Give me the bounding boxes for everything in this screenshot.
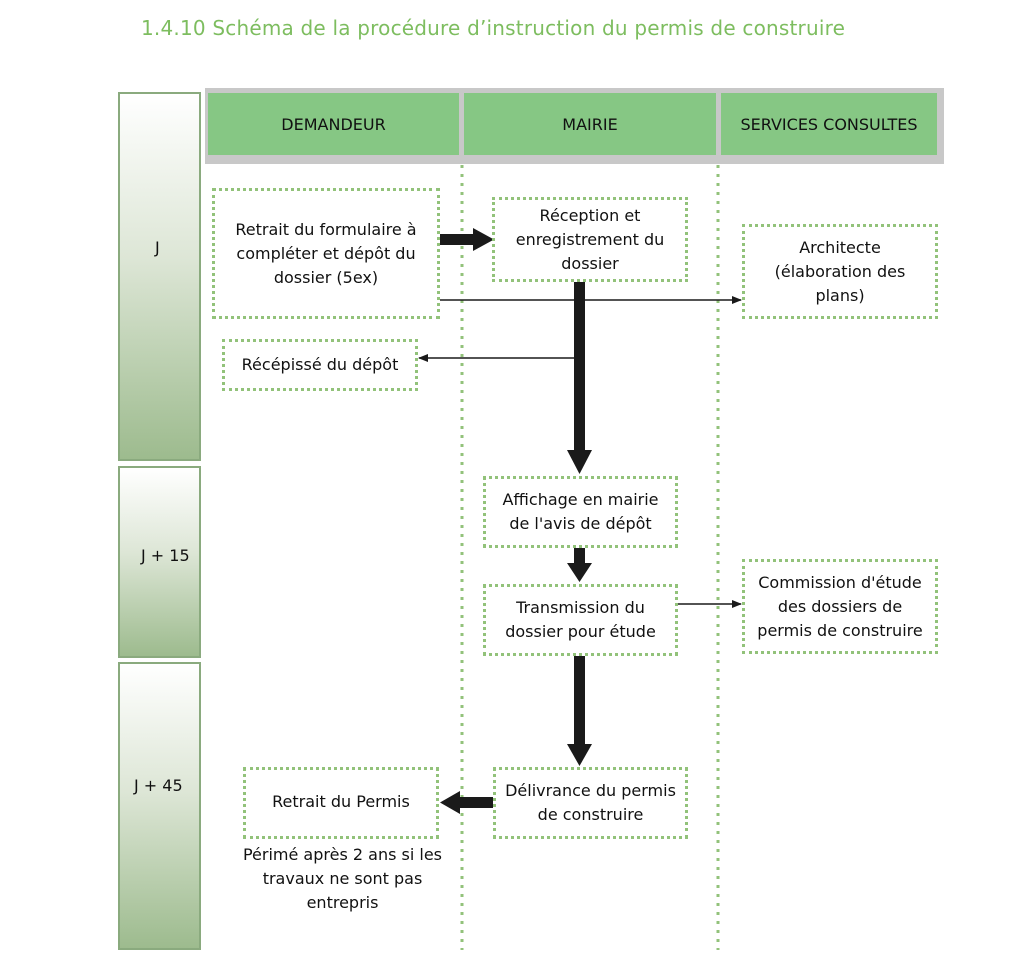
step-recepisse: Récépissé du dépôt xyxy=(222,339,418,391)
timeline-j-box xyxy=(118,92,201,461)
step-affichage: Affichage en mairie de l'avis de dépôt xyxy=(483,476,678,548)
note-perime: Périmé après 2 ans si les travaux ne son… xyxy=(242,845,443,912)
diagram-title: 1.4.10 Schéma de la procédure d’instruct… xyxy=(141,16,846,40)
step-reception: Réception et enregistrement du dossier xyxy=(492,197,688,282)
arrow-delivrance-shaft xyxy=(574,656,585,746)
arrow-affichage-shaft xyxy=(574,282,585,452)
step-transmission: Transmission du dossier pour étude xyxy=(483,584,678,656)
timeline-j45-label: J + 45 xyxy=(134,776,183,795)
arrow-transmission-head xyxy=(567,563,592,582)
column-header-services: SERVICES CONSULTES xyxy=(721,93,937,155)
step-commission: Commission d'étude des dossiers de permi… xyxy=(742,559,938,654)
step-retrait-formulaire: Retrait du formulaire à compléter et dép… xyxy=(212,188,440,319)
arrow-delivrance-head xyxy=(567,744,592,766)
timeline-j15-box xyxy=(118,466,201,658)
timeline-j-label: J xyxy=(155,238,160,257)
column-header-demandeur: DEMANDEUR xyxy=(208,93,459,155)
arrow-retrait-head xyxy=(440,791,460,814)
arrow-depot-head xyxy=(473,228,494,251)
timeline-j45-box xyxy=(118,662,201,950)
arrow-affichage-head xyxy=(567,450,592,474)
step-delivrance: Délivrance du permis de construire xyxy=(493,767,688,839)
arrow-transmission-shaft xyxy=(574,548,585,565)
timeline-j15-label: J + 15 xyxy=(141,546,190,565)
column-header-mairie: MAIRIE xyxy=(464,93,716,155)
arrow-retrait-shaft xyxy=(458,797,493,808)
step-architecte: Architecte (élaboration des plans) xyxy=(742,224,938,319)
step-retrait-permis: Retrait du Permis xyxy=(243,767,439,839)
arrow-depot-shaft xyxy=(440,234,475,245)
